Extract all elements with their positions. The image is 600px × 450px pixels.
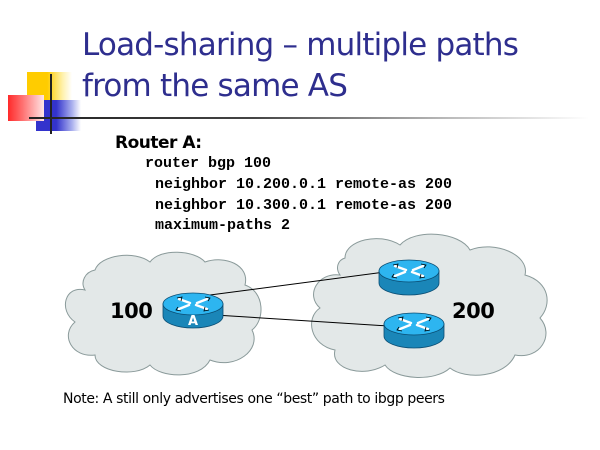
config-line: neighbor 10.200.0.1 remote-as 200 xyxy=(155,176,453,193)
router-peer-2-icon xyxy=(382,311,446,350)
slide-title-line-1: Load-sharing – multiple paths xyxy=(82,27,519,63)
link-a-to-peer-1 xyxy=(209,271,386,296)
decorative-vertical-line xyxy=(50,74,52,134)
config-heading: Router A: xyxy=(115,133,202,153)
config-line: maximum-paths 2 xyxy=(155,217,291,234)
slide-title-line-2: from the same AS xyxy=(82,68,348,104)
router-a-label: A xyxy=(188,314,198,329)
as-100-label: 100 xyxy=(110,299,153,323)
decorative-red-square xyxy=(8,95,44,121)
link-a-to-peer-2 xyxy=(214,314,389,327)
note-text: Note: A still only advertises one “best”… xyxy=(63,391,445,407)
as-200-label: 200 xyxy=(452,299,495,323)
router-peer-1-icon xyxy=(377,258,441,297)
title-underline xyxy=(29,117,589,119)
config-line: neighbor 10.300.0.1 remote-as 200 xyxy=(155,197,453,214)
config-line: router bgp 100 xyxy=(145,155,272,172)
as-200-cloud xyxy=(311,233,548,378)
